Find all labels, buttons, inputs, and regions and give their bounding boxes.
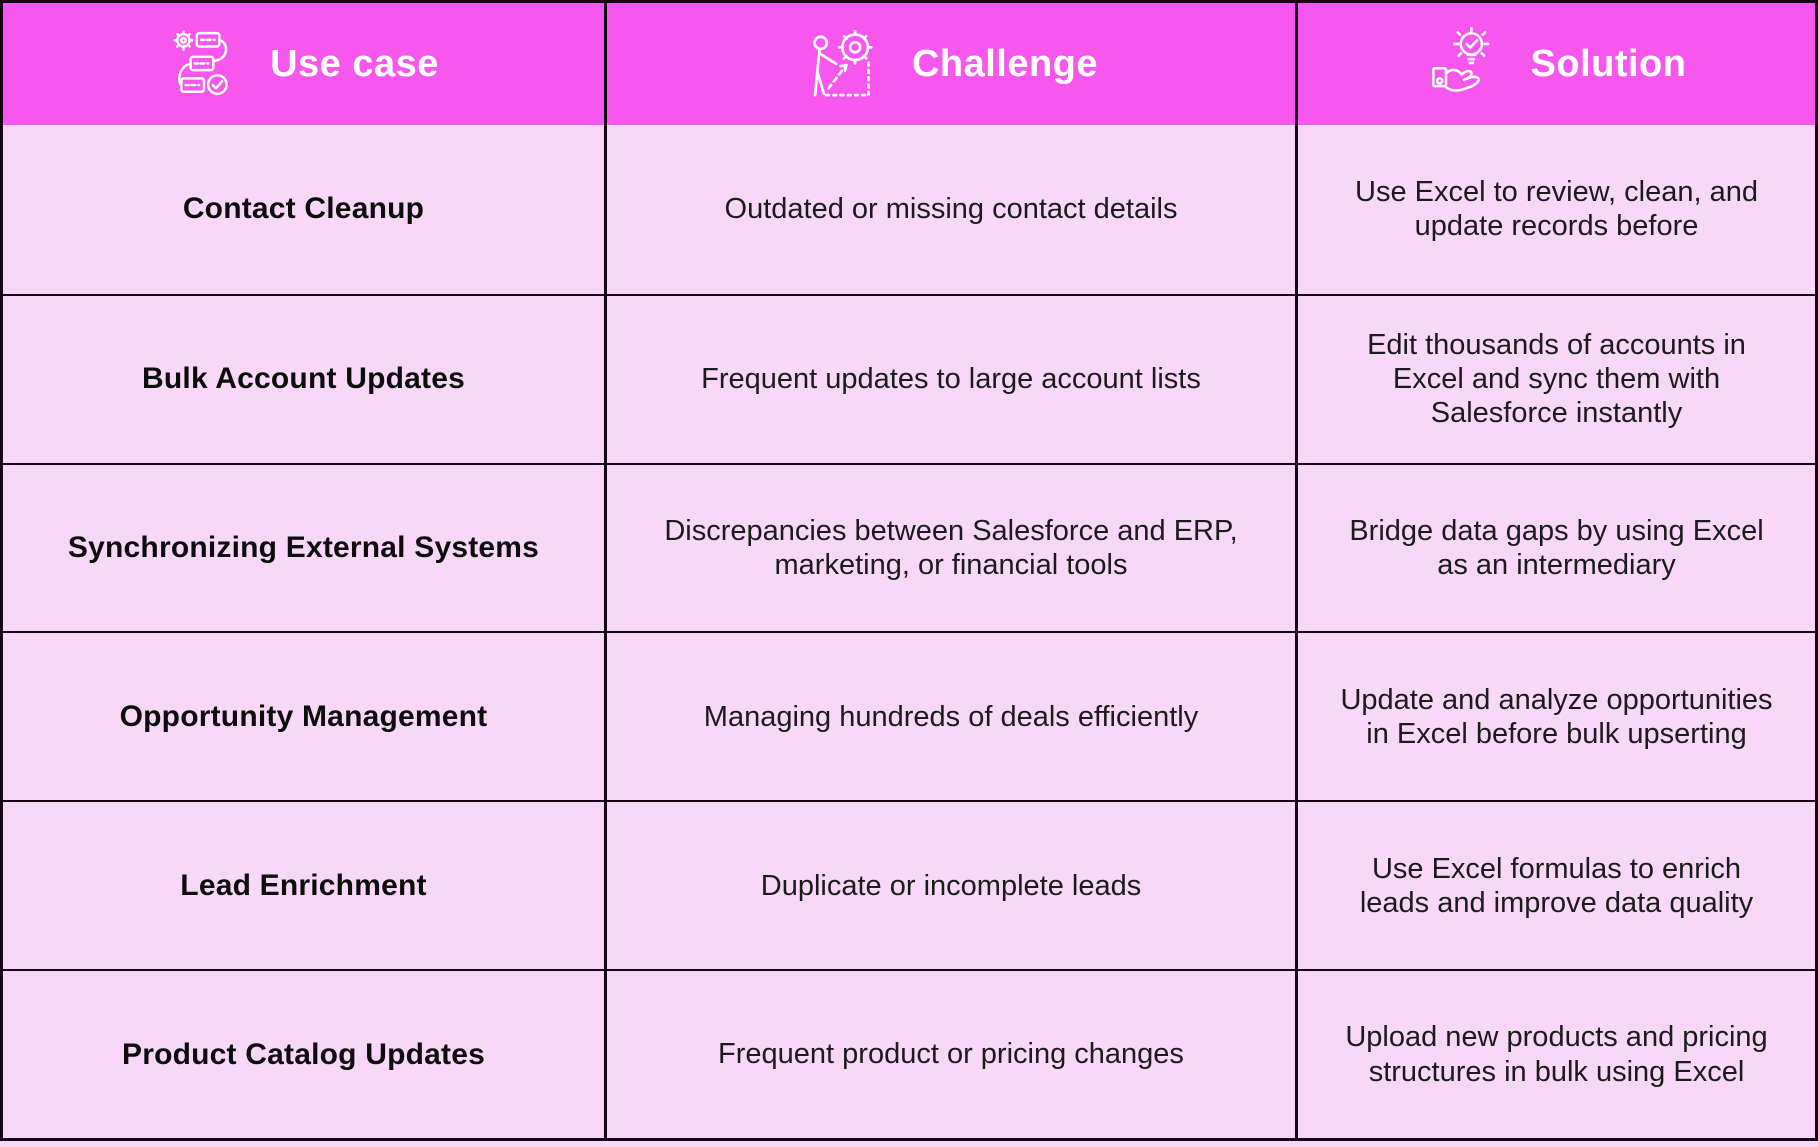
header-challenge-label: Challenge <box>911 42 1099 85</box>
header-solution: Solution <box>1298 3 1815 125</box>
use-case-product-catalog-updates: Product Catalog Updates <box>3 969 607 1138</box>
solution-lead-enrichment: Use Excel formulas to enrich leads and i… <box>1298 800 1815 969</box>
challenge-product-catalog-updates: Frequent product or pricing changes <box>607 969 1298 1138</box>
use-case-opportunity-management: Opportunity Management <box>3 631 607 801</box>
challenge-contact-cleanup: Outdated or missing contact details <box>607 125 1298 294</box>
solution-synchronizing-external-systems: Bridge data gaps by using Excel as an in… <box>1298 462 1815 632</box>
hand-holding-lightbulb-icon <box>1427 26 1503 102</box>
use-case-synchronizing-external-systems: Synchronizing External Systems <box>3 462 607 632</box>
header-use-case-label: Use case <box>270 42 439 85</box>
use-case-lead-enrichment: Lead Enrichment <box>3 800 607 970</box>
challenge-synchronizing-external-systems: Discrepancies between Salesforce and ERP… <box>607 462 1298 632</box>
challenge-lead-enrichment: Duplicate or incomplete leads <box>607 800 1298 970</box>
solution-bulk-account-updates: Edit thousands of accounts in Excel and … <box>1298 293 1815 463</box>
person-climbing-gear-icon <box>804 24 884 104</box>
use-case-contact-cleanup: Contact Cleanup <box>3 125 607 294</box>
use-case-bulk-account-updates: Bulk Account Updates <box>3 293 607 463</box>
solution-product-catalog-updates: Upload new products and pricing structur… <box>1298 969 1815 1138</box>
header-solution-label: Solution <box>1530 42 1687 85</box>
solution-opportunity-management: Update and analyze opportunities in Exce… <box>1298 631 1815 800</box>
solution-contact-cleanup: Use Excel to review, clean, and update r… <box>1355 176 1758 243</box>
header-challenge: Challenge <box>607 3 1298 125</box>
challenge-opportunity-management: Managing hundreds of deals efficiently <box>607 631 1298 801</box>
challenge-bulk-account-updates: Frequent updates to large account lists <box>607 293 1298 463</box>
workflow-checklist-icon <box>168 27 242 101</box>
header-use-case: Use case <box>3 3 607 125</box>
